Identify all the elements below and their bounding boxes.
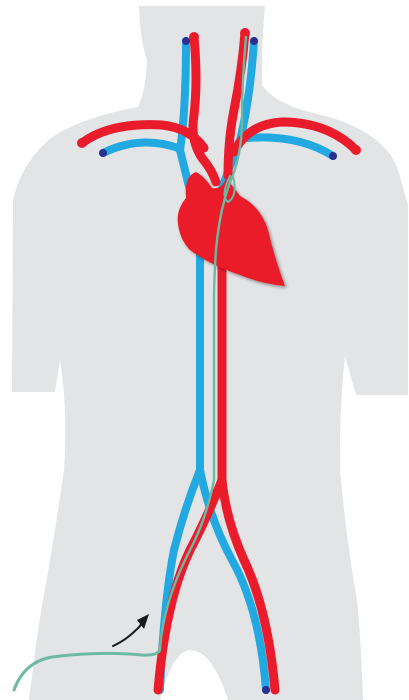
body-silhouette (12, 6, 408, 700)
vein-cap-subclavian-right (329, 152, 337, 160)
artery-cap-subclavian-right (351, 145, 361, 155)
vein-cap-subclavian-left (99, 149, 107, 157)
vein-cap-femoral-right (262, 686, 270, 694)
artery-cap-carotid-left (189, 32, 199, 42)
vein-cap-jugular-left (182, 37, 190, 45)
artery-cap-subclavian-left (77, 138, 87, 148)
vein-cap-jugular-right (250, 37, 258, 45)
